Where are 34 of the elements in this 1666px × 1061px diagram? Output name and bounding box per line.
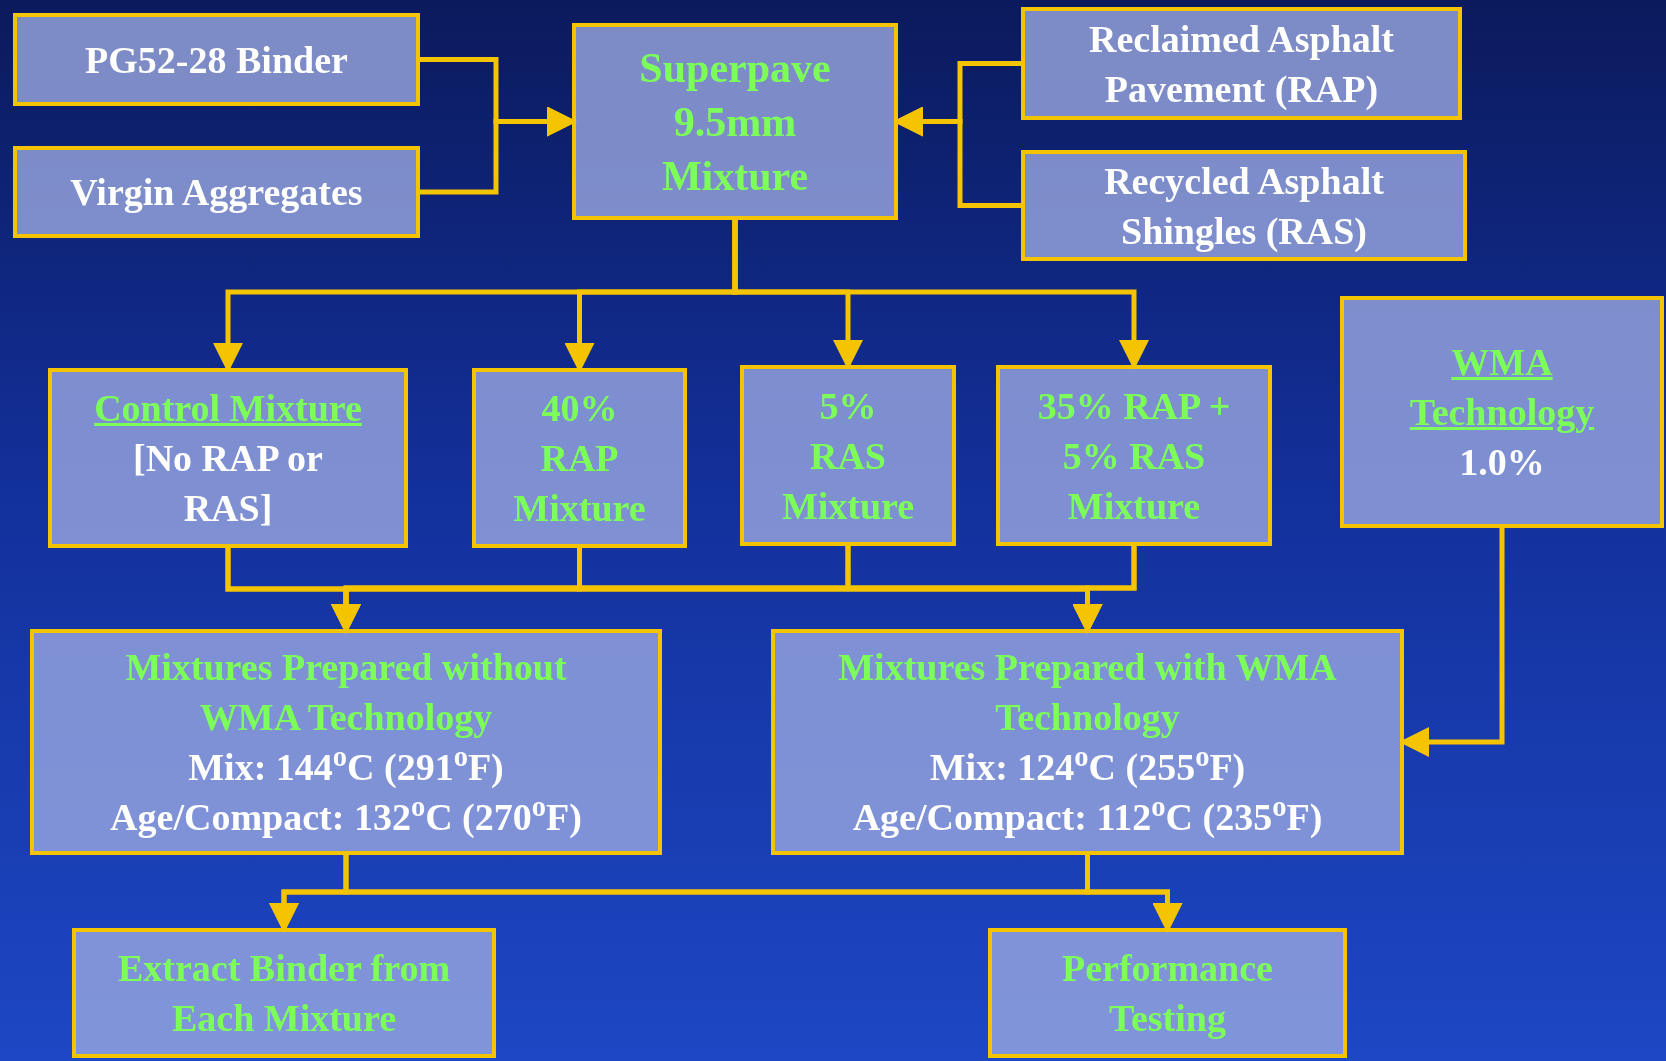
box-heading: Superpave 9.5mm Mixture (638, 43, 832, 201)
process-box (988, 928, 1347, 1058)
box-heading: Performance Testing (1061, 946, 1274, 1041)
process-box (48, 368, 408, 548)
process-box (13, 146, 420, 238)
process-box (771, 629, 1404, 855)
box-text: Age/Compact: 132$^{o}$C (270$^{o}$F) (110, 792, 582, 840)
process-box (1021, 150, 1467, 261)
box-heading: 40% RAP Mixture (512, 386, 647, 531)
box-heading: Control Mixture (94, 386, 362, 431)
box-text: Recycled Asphalt Shingles (RAS) (1103, 158, 1385, 254)
process-box (13, 13, 420, 106)
process-box (572, 23, 898, 220)
process-box (472, 368, 687, 548)
box-text: Mix: 124$^{o}$C (255$^{o}$F) (929, 742, 1246, 790)
process-box (30, 629, 662, 855)
box-text: 1.0% (1459, 440, 1545, 485)
box-text: PG52-28 Binder (85, 37, 348, 83)
box-text: Reclaimed Asphalt Pavement (RAP) (1087, 16, 1396, 112)
box-text: [No RAP or RAS] (132, 436, 324, 531)
process-box (1340, 296, 1664, 528)
process-box (740, 365, 956, 546)
box-heading: WMA Technology (1408, 340, 1596, 435)
box-heading: Mixtures Prepared with WMA Technology (837, 645, 1338, 740)
process-box (1021, 7, 1462, 120)
box-text: Age/Compact: 112$^{o}$C (235$^{o}$F) (852, 792, 1323, 840)
box-text: Mix: 144$^{o}$C (291$^{o}$F) (188, 742, 504, 790)
box-heading: Extract Binder from Each Mixture (116, 946, 452, 1041)
box-heading: 5% RAS Mixture (781, 383, 915, 529)
box-text: Virgin Aggregates (70, 170, 363, 215)
process-box (996, 365, 1272, 546)
box-heading: 35% RAP + 5% RAS Mixture (1036, 383, 1232, 529)
box-heading: Mixtures Prepared without WMA Technology (124, 645, 568, 740)
process-box (72, 928, 496, 1058)
